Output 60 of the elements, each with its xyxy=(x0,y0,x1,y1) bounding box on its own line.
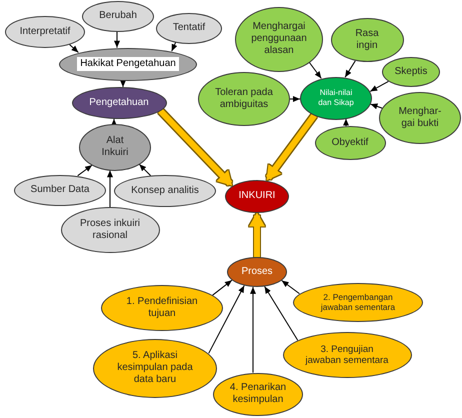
node-label: INKUIRI xyxy=(238,190,276,202)
arrow xyxy=(208,285,245,354)
block-arrow xyxy=(249,212,265,257)
node-label: Proses xyxy=(241,266,273,278)
concept-ellipse xyxy=(156,12,222,44)
node-label: Toleran pada ambiguitas xyxy=(214,87,274,111)
arrow xyxy=(69,44,79,53)
node-label: Proses inkuiri rasional xyxy=(78,218,142,242)
block-arrow xyxy=(266,113,317,180)
node-label: Sumber Data xyxy=(30,184,90,196)
node-label: 2. Pengembangan jawaban sementara xyxy=(320,292,396,312)
concept-ellipse xyxy=(101,285,223,331)
node-label: Skeptis xyxy=(394,66,428,78)
node-label: Menghar- gai bukti xyxy=(398,106,442,130)
arrow xyxy=(120,80,126,88)
concept-ellipse xyxy=(114,175,216,207)
arrow xyxy=(77,164,93,176)
node-label: Menghargai penggunaan alasan xyxy=(250,21,308,57)
node-label: 1. Pendefinisian tujuan xyxy=(125,296,199,320)
node-label: Obyektif xyxy=(332,137,368,149)
node-label: Berubah xyxy=(99,10,137,22)
arrow xyxy=(290,96,300,102)
node-label: 3. Pengujian jawaban sementara xyxy=(304,344,390,366)
block-arrow xyxy=(158,108,232,186)
arrow xyxy=(212,280,232,296)
node-label: Hakikat Pengetahuan xyxy=(77,57,179,71)
node-label: Konsep analitis xyxy=(131,185,199,197)
arrow xyxy=(370,104,383,110)
arrow xyxy=(107,170,113,208)
concept-ellipse xyxy=(300,76,372,120)
concept-ellipse xyxy=(314,126,386,160)
node-label: Nilai-nilai dan Sikap xyxy=(317,88,355,108)
arrow xyxy=(344,60,356,78)
arrow xyxy=(111,118,117,126)
concept-ellipse xyxy=(293,282,423,322)
node-label: 4. Penarikan kesimpulan xyxy=(228,382,288,406)
arrow xyxy=(343,118,349,127)
node-label: Interpretatif xyxy=(20,26,70,38)
concept-ellipse xyxy=(379,92,461,144)
arrow xyxy=(138,164,152,176)
node-label: Rasa ingin xyxy=(354,28,380,52)
concept-ellipse xyxy=(72,87,166,119)
arrow xyxy=(308,62,322,79)
concept-ellipse xyxy=(5,16,85,48)
node-label: Alat Inkuiri xyxy=(100,135,130,159)
concept-ellipse xyxy=(330,18,404,62)
arrow xyxy=(281,280,300,294)
concept-ellipse xyxy=(227,257,287,287)
concept-ellipse xyxy=(382,57,440,87)
concept-ellipse xyxy=(225,180,289,212)
node-label: Tentatif xyxy=(172,22,206,34)
node-label: Pengetahuan xyxy=(89,97,149,109)
concept-ellipse xyxy=(82,0,154,32)
node-label: 5. Aplikasi kesimpulan pada data baru xyxy=(116,350,194,386)
arrow xyxy=(171,42,178,52)
concept-ellipse xyxy=(213,372,303,416)
arrow xyxy=(114,31,120,48)
arrow xyxy=(370,80,389,92)
arrow xyxy=(250,286,256,374)
arrow xyxy=(264,286,298,341)
